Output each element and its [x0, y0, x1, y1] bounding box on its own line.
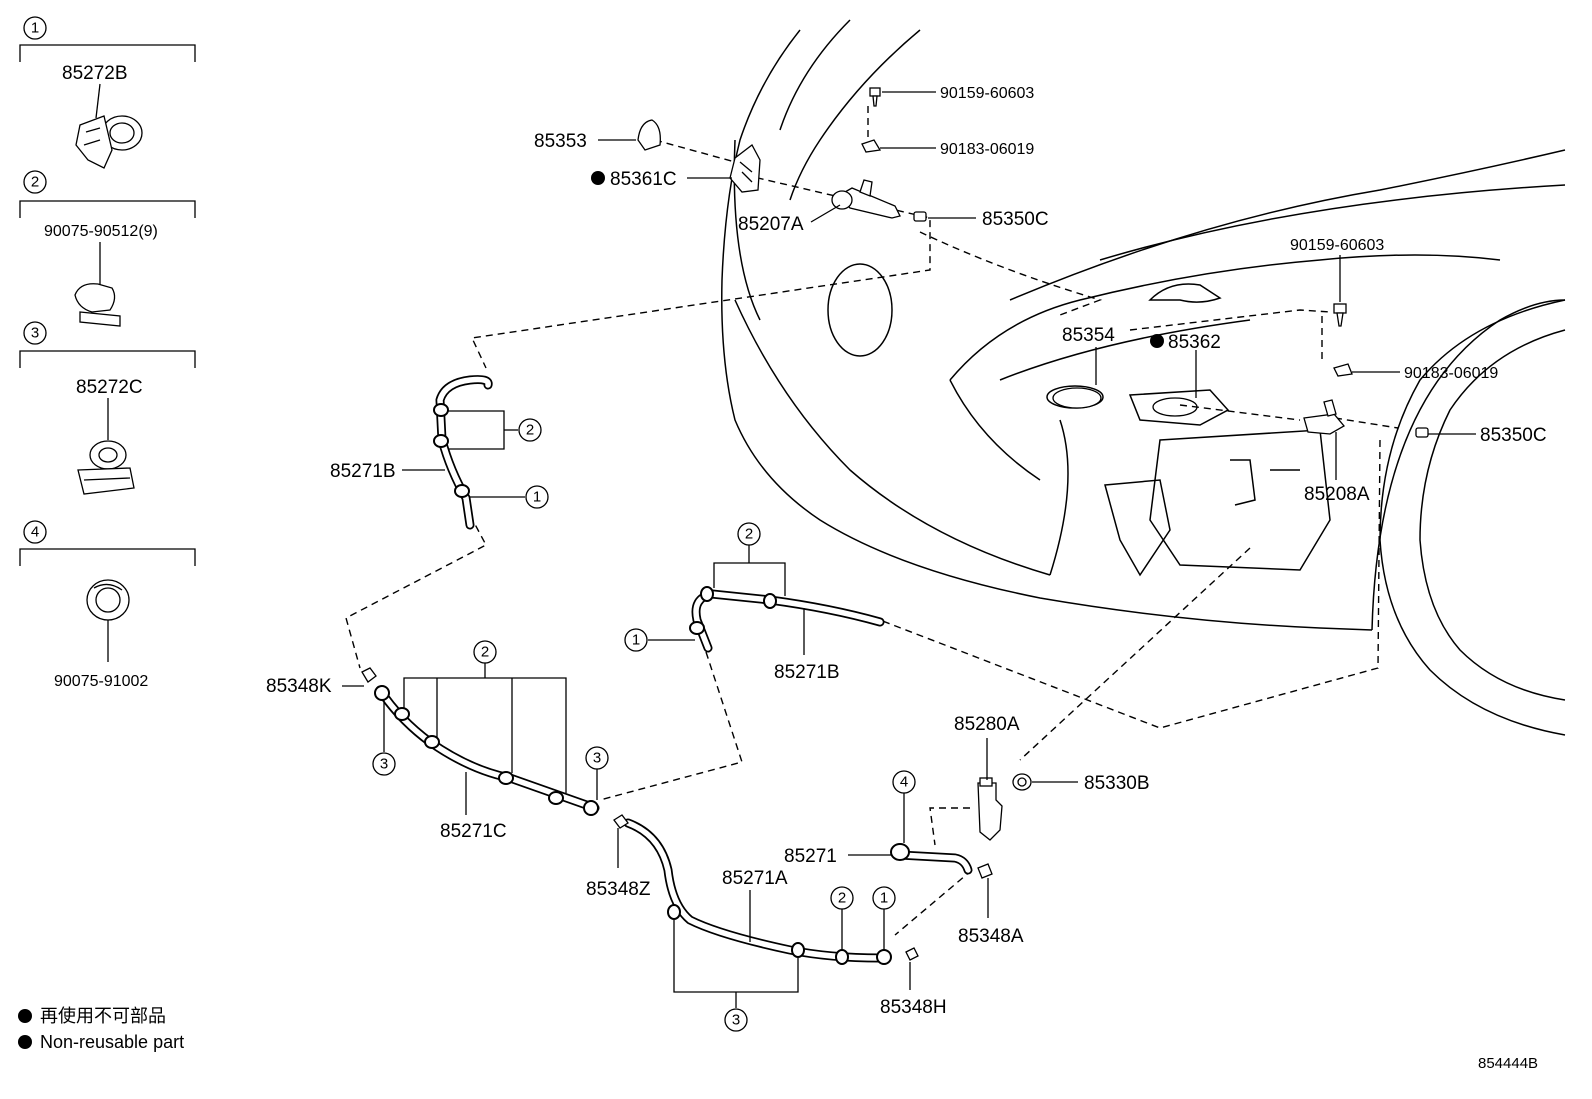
label-85271a: 85271A: [722, 868, 788, 889]
bolt-90159-right-icon: [1333, 303, 1347, 327]
label-85280a: 85280A: [954, 714, 1020, 735]
grommet-85330b-icon: [1012, 773, 1032, 791]
clip-ref-2-lower: 2: [481, 644, 489, 661]
clip-ref-3-bottom: 3: [732, 1012, 740, 1029]
joint-85348z-icon: [613, 814, 629, 829]
label-90159-right: 90159-60603: [1290, 237, 1384, 254]
clip-legend-1-number: 1: [31, 20, 39, 37]
clip-legend-2: 2 90075-90512(9): [19, 170, 196, 327]
cap-85353-icon: [637, 119, 661, 151]
label-85353: 85353: [534, 131, 587, 152]
routing-dashed-lines: [345, 106, 1399, 936]
clip-legend-1: 1 85272B: [19, 16, 196, 169]
clip-legend-4: 4 90075-91002: [19, 520, 196, 690]
label-90183-top: 90183-06019: [940, 141, 1034, 158]
label-85350c-top: 85350C: [982, 209, 1049, 230]
clip-ref-1-lower-right: 1: [880, 890, 888, 907]
label-85362: 85362: [1168, 332, 1221, 353]
clip-90075-90512-icon: [74, 283, 121, 327]
clip-references: 2 1 2 1 2 3 3 4 2 1 3: [372, 410, 916, 1032]
label-85348a: 85348A: [958, 926, 1024, 947]
label-85348z: 85348Z: [586, 879, 651, 900]
clip-ref-3-left: 3: [380, 756, 388, 773]
clip-legend-4-number: 4: [31, 524, 39, 541]
diagram-code: 854444B: [1478, 1055, 1538, 1072]
hose-85271c: [374, 685, 600, 816]
legend-english: Non-reusable part: [40, 1032, 184, 1052]
clip-legend-2-number: 2: [31, 174, 39, 191]
label-85348k: 85348K: [266, 676, 332, 697]
hose-85271b-middle: [689, 586, 885, 653]
bolt-90159-top-icon: [869, 87, 881, 107]
label-85350c-right: 85350C: [1480, 425, 1547, 446]
label-85330b: 85330B: [1084, 773, 1150, 794]
clip-90075-91002-icon: [86, 579, 130, 621]
clip-ref-2-lower-right: 2: [838, 890, 846, 907]
joint-85348h-icon: [905, 947, 919, 961]
clip-legend-3-number: 3: [31, 325, 39, 342]
label-85208a: 85208A: [1304, 484, 1370, 505]
clip-legend-3-part: 85272C: [76, 377, 143, 398]
label-85271b-left: 85271B: [330, 461, 396, 482]
joint-85350c-top-icon: [913, 211, 927, 222]
clip-85272b-icon: [75, 115, 143, 169]
clip-ref-4: 4: [900, 774, 908, 791]
joint-85350c-right-icon: [1415, 427, 1429, 438]
washer-actuator-85208a-icon: [1303, 399, 1345, 435]
label-85354: 85354: [1062, 325, 1115, 346]
clip-legend-3: 3 85272C: [19, 321, 196, 495]
clip-legend-2-part: 90075-90512(9): [44, 223, 158, 240]
label-90183-right: 90183-06019: [1404, 365, 1498, 382]
pump-85280a-icon: [977, 777, 1003, 841]
label-90159-top: 90159-60603: [940, 85, 1034, 102]
hose-85271a: [623, 818, 892, 965]
label-85271b-middle: 85271B: [774, 662, 840, 683]
joint-85348a-icon: [977, 863, 993, 879]
nut-90183-top-icon: [861, 139, 882, 153]
label-85207a: 85207A: [738, 214, 804, 235]
clip-85272c-icon: [77, 440, 135, 495]
hose-85271b-upper: [433, 375, 493, 530]
nozzle-85361c-icon: [729, 144, 761, 193]
joint-85348k-icon: [361, 667, 377, 683]
clip-ref-2-upper-left: 2: [526, 422, 534, 439]
nut-90183-right-icon: [1333, 363, 1353, 377]
label-85271: 85271: [784, 846, 837, 867]
non-reusable-legend: 再使用不可部品 Non-reusable part: [18, 1006, 184, 1052]
label-85348h: 85348H: [880, 997, 947, 1018]
label-85271c: 85271C: [440, 821, 507, 842]
hose-85271: [890, 843, 973, 875]
clip-ref-3-middle: 3: [593, 750, 601, 767]
clip-ref-2-middle: 2: [745, 526, 753, 543]
washer-actuator-85207a-icon: [831, 179, 901, 219]
clip-legend-1-part: 85272B: [62, 63, 128, 84]
cap-85354-icon: [1052, 387, 1102, 409]
callouts: 85353 85361C 85207A 90159-60603 90183-06…: [266, 85, 1547, 1018]
label-85361c: 85361C: [610, 169, 677, 190]
vehicle-front-body: [721, 19, 1566, 736]
clip-ref-1-upper-left: 1: [533, 489, 541, 506]
legend-japanese: 再使用不可部品: [40, 1006, 166, 1026]
clip-ref-1-middle: 1: [632, 632, 640, 649]
clip-legend-4-part: 90075-91002: [54, 673, 148, 690]
